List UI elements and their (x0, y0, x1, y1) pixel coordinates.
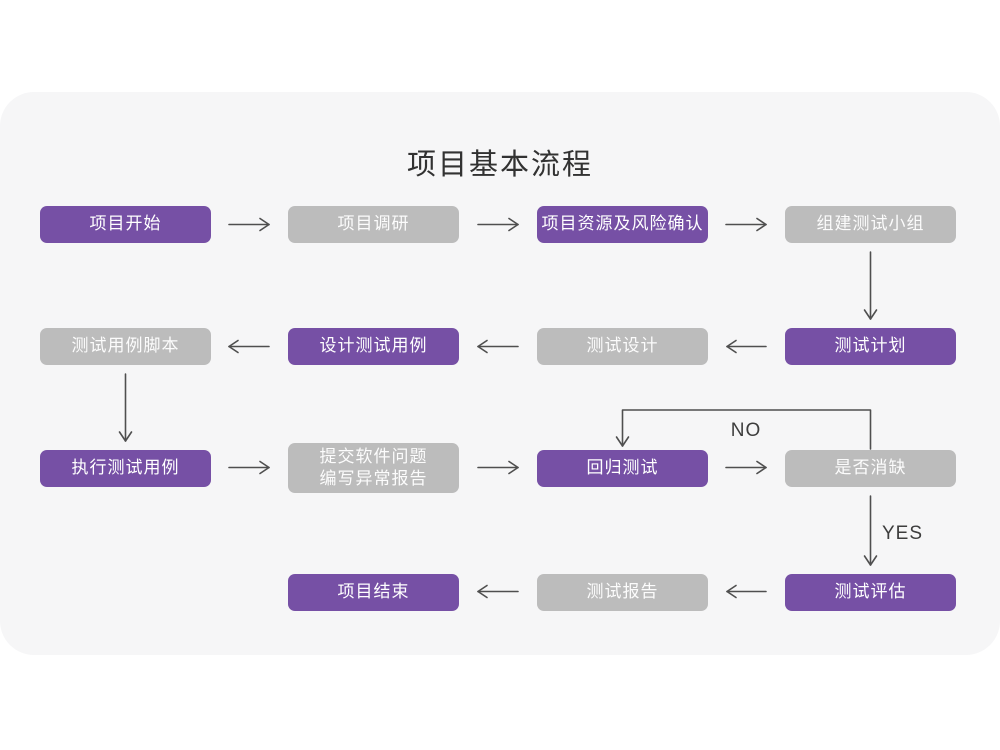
flowchart-card (0, 92, 1000, 655)
node-submit-issue-report: 提交软件问题 编写异常报告 (288, 443, 459, 493)
node-test-case-scripts: 测试用例脚本 (40, 328, 211, 365)
node-build-test-team: 组建测试小组 (785, 206, 956, 243)
node-project-start: 项目开始 (40, 206, 211, 243)
node-test-plan: 测试计划 (785, 328, 956, 365)
node-design-test-cases: 设计测试用例 (288, 328, 459, 365)
node-test-evaluation: 测试评估 (785, 574, 956, 611)
node-test-design: 测试设计 (537, 328, 708, 365)
node-project-research: 项目调研 (288, 206, 459, 243)
node-resources-and-risk: 项目资源及风险确认 (537, 206, 708, 243)
node-project-end: 项目结束 (288, 574, 459, 611)
page-title: 项目基本流程 (406, 149, 593, 181)
node-run-test-cases: 执行测试用例 (40, 450, 211, 487)
node-defect-cleared: 是否消缺 (785, 450, 956, 487)
node-test-report: 测试报告 (537, 574, 708, 611)
node-regression-test: 回归测试 (537, 450, 708, 487)
